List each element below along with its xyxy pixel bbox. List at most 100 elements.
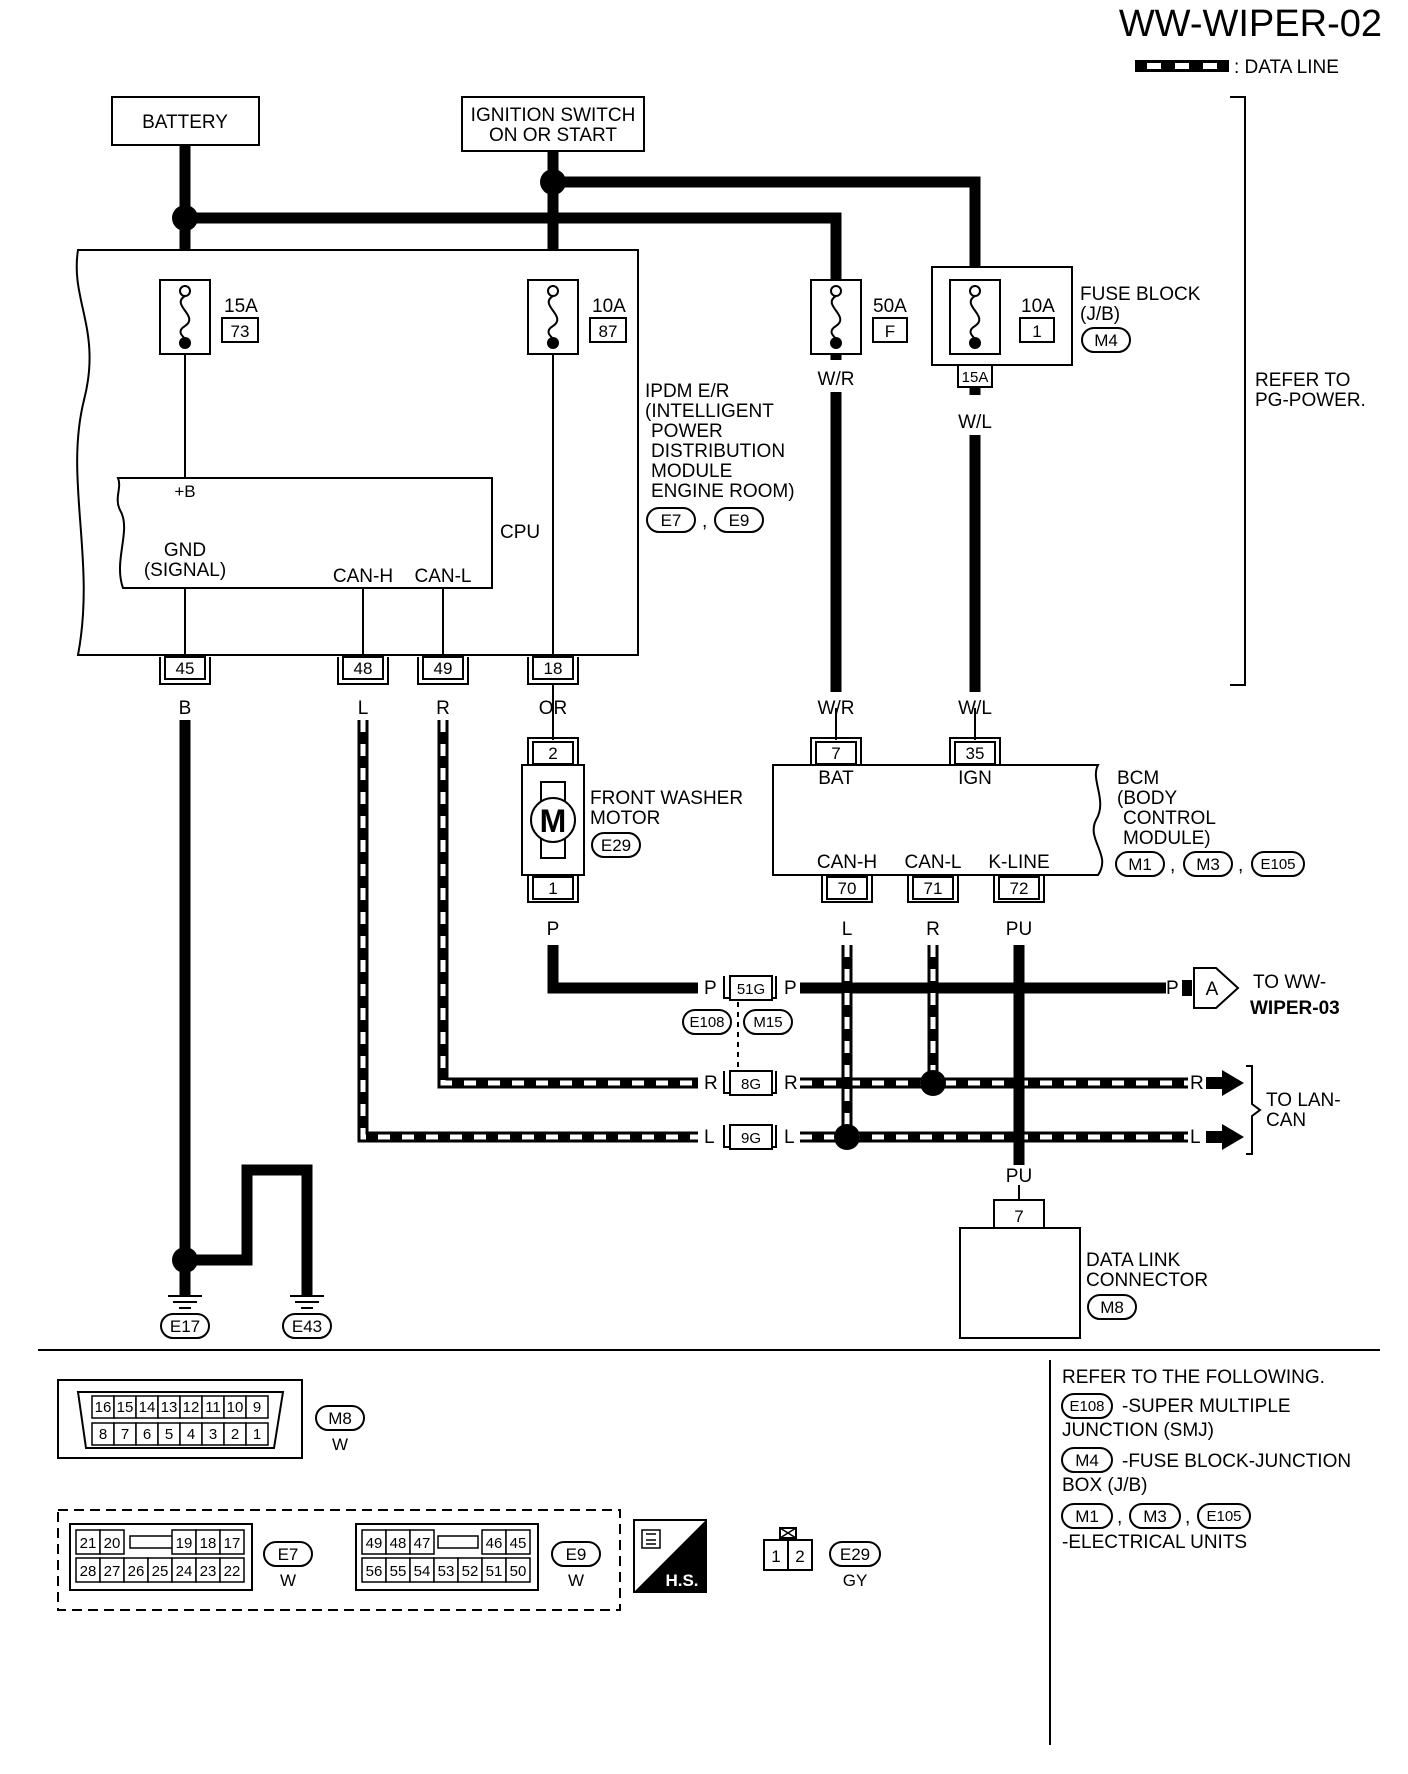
ipdm-line2: (INTELLIGENT	[645, 401, 774, 422]
m8-pin-12: 12	[183, 1399, 200, 1416]
e9-id-oval	[551, 1541, 601, 1567]
harness-symbol-icon	[633, 1519, 707, 1593]
lan-bracket	[1246, 1065, 1262, 1155]
e9-pin-54: 54	[414, 1563, 431, 1580]
e7-pin-23-cell	[195, 1557, 221, 1583]
fuse-f-num: F	[885, 322, 895, 341]
bcm-ign-label: IGN	[958, 768, 992, 789]
e7-pin-22-cell	[219, 1557, 245, 1583]
p-wire	[547, 945, 1166, 994]
m8-pin-13: 13	[161, 1399, 178, 1416]
e29-pin-2: 2	[795, 1547, 804, 1566]
e29-connector	[763, 1527, 813, 1571]
refer-e108-oval	[1061, 1393, 1113, 1419]
e9-pin-55: 55	[390, 1563, 407, 1580]
e9-pin-56: 56	[366, 1563, 383, 1580]
junction-9g	[723, 1124, 777, 1150]
e7-pin-26-cell	[123, 1557, 149, 1583]
dlc-line2: CONNECTOR	[1086, 1270, 1208, 1291]
e7-pin-27: 27	[104, 1563, 121, 1580]
junction-51g-label: 51G	[737, 981, 765, 998]
ipdm-canh-label: CAN-H	[333, 566, 393, 587]
ipdm-pin-48	[337, 656, 389, 685]
m8-pin-6: 6	[143, 1426, 151, 1443]
e9-pin-50: 50	[510, 1563, 527, 1580]
bcm-pin-72	[993, 875, 1045, 903]
m8-pin-16: 16	[95, 1399, 112, 1416]
e9-color: W	[568, 1571, 584, 1590]
wire-label-p-washer: P	[547, 919, 560, 940]
refer-units: -ELECTRICAL UNITS	[1062, 1532, 1247, 1553]
washer-motor-symbol	[521, 764, 585, 876]
refer-m1: M1	[1075, 1507, 1099, 1526]
fuse-1-num-box	[1019, 317, 1055, 343]
ipdm-conn-sep: ,	[702, 511, 707, 532]
e7-color: W	[280, 1571, 296, 1590]
e7-pin-24: 24	[176, 1563, 193, 1580]
e7-pin-28-cell	[75, 1557, 101, 1583]
bcm-pin-70	[821, 875, 873, 903]
wire-label-wr-lower: W/R	[818, 698, 855, 719]
e7-pin-25: 25	[152, 1563, 169, 1580]
ground-e43: E43	[292, 1317, 322, 1336]
bcm-line2: (BODY	[1117, 788, 1178, 809]
wire-label-l-j-left: L	[704, 1127, 715, 1148]
ground-e17: E17	[170, 1317, 200, 1336]
ipdm-conn1: E7	[661, 511, 682, 530]
m8-pin-9: 9	[253, 1399, 261, 1416]
fuse-1-amp: 10A	[1021, 296, 1055, 317]
junction-8g-label: 8G	[741, 1076, 761, 1093]
bcm-pin-35	[949, 737, 1001, 765]
e7-id: E7	[278, 1545, 299, 1564]
e9-pin-55-cell	[385, 1557, 411, 1583]
bcm-canl-label: CAN-L	[904, 852, 961, 873]
e7-pin-20-cell	[99, 1529, 125, 1555]
ipdm-canl-label: CAN-L	[414, 566, 471, 587]
fuse-f-num-box	[872, 317, 908, 343]
wire-label-l-top: L	[358, 698, 369, 719]
wire-label-b-top: B	[179, 698, 192, 719]
refer-sep-2: ,	[1185, 1507, 1190, 1528]
ipdm-pin-49-label: 49	[434, 659, 453, 678]
dlc-pin-7	[993, 1199, 1045, 1228]
fuse-1	[949, 279, 1001, 355]
fuse-87	[527, 279, 579, 355]
washer-pin-1-label: 1	[548, 879, 557, 898]
junction-e108-oval	[682, 1009, 732, 1035]
e7-pin-18: 18	[200, 1535, 217, 1552]
fuse-73-num-box	[221, 317, 259, 343]
ipdm-conn2-oval	[714, 507, 764, 533]
bcm-pin-70-label: 70	[838, 879, 857, 898]
ground-symbol-e17	[168, 1295, 202, 1309]
fuse-73-num: 73	[231, 322, 250, 341]
e9-pin-50-cell	[505, 1557, 531, 1583]
bcm-conn3-oval	[1251, 851, 1305, 877]
wire-label-p-out: P	[1166, 978, 1179, 999]
wire-label-r-j-right: R	[784, 1073, 798, 1094]
ipdm-line3: POWER	[651, 421, 723, 442]
bcm-power-wires	[830, 354, 981, 740]
wire-label-pu-dlc: PU	[1006, 1166, 1032, 1187]
fuse-block-conn-oval	[1081, 327, 1131, 353]
ground-symbol-e43	[290, 1295, 324, 1309]
e7-pin-22: 22	[224, 1563, 241, 1580]
ipdm-pin-45-label: 45	[176, 659, 195, 678]
e9-pin-48: 48	[390, 1535, 407, 1552]
e7-pin-19: 19	[176, 1535, 193, 1552]
bcm-canh-label: CAN-H	[817, 852, 877, 873]
e7-pin-18-cell	[195, 1529, 221, 1555]
m8-pin-9-cell	[245, 1395, 269, 1419]
refer-m4-desc2: BOX (J/B)	[1062, 1475, 1148, 1496]
gnd-label-1: GND	[164, 540, 206, 561]
fuse-87-num-box	[589, 317, 627, 343]
washer-line2: MOTOR	[590, 808, 660, 829]
diagram-title: WW-WIPER-02	[1119, 3, 1382, 45]
e9-pin-49-cell	[361, 1529, 387, 1555]
cpu-label: CPU	[500, 522, 540, 543]
e9-pin-51-cell	[481, 1557, 507, 1583]
bcm-bat-label: BAT	[818, 768, 854, 789]
e7-pin-20: 20	[104, 1535, 121, 1552]
